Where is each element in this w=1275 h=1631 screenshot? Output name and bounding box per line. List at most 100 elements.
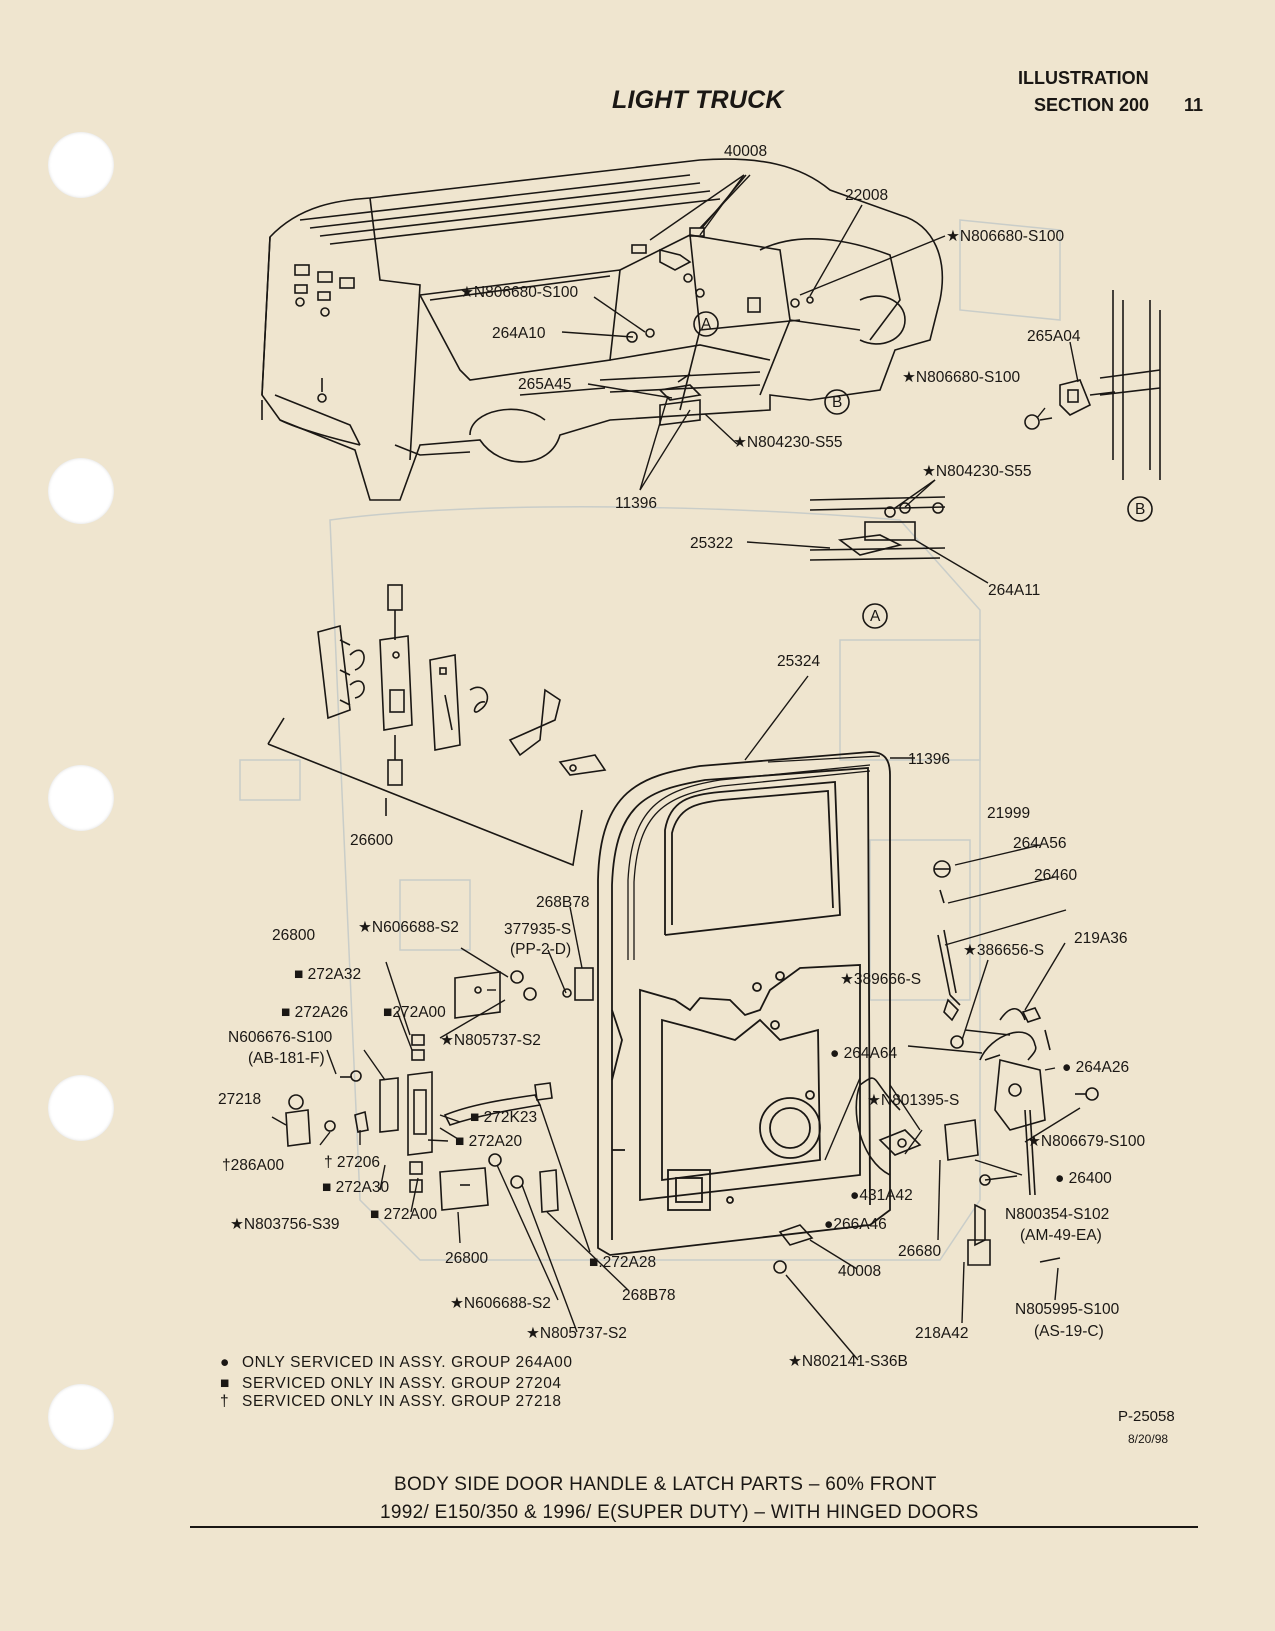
revision-date: 8/20/98	[1128, 1432, 1169, 1446]
page-number: 11	[1184, 95, 1204, 115]
callout-letter: B	[1135, 501, 1145, 518]
part-label: (AB-181-F)	[248, 1050, 325, 1067]
part-label: ■ 272A32	[294, 966, 361, 983]
legend-symbol: †	[220, 1393, 230, 1410]
part-label: ●266A46	[824, 1216, 887, 1233]
callout-letter: A	[870, 608, 881, 625]
binder-hole	[48, 132, 114, 198]
part-label: 25322	[690, 535, 733, 552]
part-label: ● 264A26	[1062, 1059, 1129, 1076]
handle-assembly-illustration	[317, 584, 607, 786]
bleed-through-art	[239, 219, 1061, 1261]
latch-detail-a	[809, 496, 946, 561]
part-label: 22008	[845, 187, 888, 204]
group-bracket-26600	[267, 717, 583, 867]
part-label: ★386656-S	[963, 942, 1044, 959]
part-label: † 27206	[324, 1154, 380, 1171]
legend-row: ■ SERVICED ONLY IN ASSY. GROUP 27204	[220, 1375, 562, 1393]
part-label: ★389666-S	[840, 971, 921, 988]
part-label: 265A04	[1027, 328, 1081, 345]
legend-text: SERVICED ONLY IN ASSY. GROUP 27204	[242, 1375, 562, 1392]
small-parts-illustration	[285, 967, 594, 1213]
part-label: ★N803756-S39	[230, 1216, 340, 1233]
illustration-label: ILLUSTRATION	[1018, 68, 1149, 88]
part-label: N606676-S100	[228, 1029, 333, 1046]
latch-assembly-illustration	[773, 860, 1099, 1274]
part-label: 264A11	[988, 582, 1040, 599]
part-label: 26600	[350, 832, 393, 849]
section-label: SECTION 200	[1034, 95, 1150, 115]
page-title: LIGHT TRUCK	[612, 86, 784, 114]
part-label: ■.272A28	[589, 1254, 656, 1271]
part-label: (AS-19-C)	[1034, 1323, 1104, 1340]
part-label: 264A10	[492, 325, 546, 342]
part-label: 40008	[724, 143, 767, 160]
caption-line-2: 1992/ E150/350 & 1996/ E(SUPER DUTY) – W…	[380, 1502, 979, 1523]
part-label: 25324	[777, 653, 820, 670]
callout-letter: B	[832, 394, 842, 411]
part-label: ★N804230-S55	[733, 434, 843, 451]
part-label: ● 26400	[1055, 1170, 1112, 1187]
leader-lines	[271, 174, 1081, 1361]
caption-rule	[190, 1526, 1198, 1528]
part-label: 219A36	[1074, 930, 1127, 947]
part-label: 11396	[615, 495, 657, 512]
binder-hole	[48, 458, 114, 524]
part-label: 265A45	[518, 376, 571, 393]
part-label: ■ 272A26	[281, 1004, 348, 1021]
part-label: 26800	[445, 1250, 488, 1267]
part-label: ■ 272K23	[470, 1109, 537, 1126]
legend-row: † SERVICED ONLY IN ASSY. GROUP 27218	[220, 1393, 562, 1411]
part-label: 26800	[272, 927, 315, 944]
part-number: P-25058	[1118, 1408, 1175, 1425]
part-label: ● 264A64	[830, 1045, 897, 1062]
part-label: N800354-S102	[1005, 1206, 1109, 1223]
part-label: N805995-S100	[1015, 1301, 1120, 1318]
part-label: ■ 272A00	[370, 1206, 437, 1223]
part-label: ●431A42	[850, 1187, 913, 1204]
part-label: 21999	[987, 805, 1030, 822]
binder-hole	[48, 1384, 114, 1450]
binder-hole	[48, 1075, 114, 1141]
part-label: 11396	[908, 751, 950, 768]
part-label: ★N606688-S2	[450, 1295, 551, 1312]
binder-hole	[48, 765, 114, 831]
legend-text: SERVICED ONLY IN ASSY. GROUP 27218	[242, 1393, 562, 1410]
part-label: 268B78	[622, 1287, 675, 1304]
weatherstrip-25324	[627, 755, 881, 960]
part-label: †286A00	[222, 1157, 284, 1174]
part-label: 377935-S	[504, 921, 571, 938]
part-label: ■272A00	[383, 1004, 446, 1021]
callout-letter: A	[701, 316, 712, 333]
part-label: 218A42	[915, 1325, 968, 1342]
part-label: 26680	[898, 1243, 941, 1260]
part-label: ■ 272A20	[455, 1133, 522, 1150]
part-label: (AM-49-EA)	[1020, 1227, 1102, 1244]
door-shell-illustration	[597, 751, 891, 1256]
part-label: ★N805737-S2	[526, 1325, 627, 1342]
part-label: ★N806680-S100	[946, 228, 1065, 245]
legend-symbol: ●	[220, 1354, 230, 1371]
legend-text: ONLY SERVICED IN ASSY. GROUP 264A00	[242, 1354, 573, 1371]
part-label: ★N802141-S36B	[788, 1353, 908, 1370]
part-label: 27218	[218, 1091, 261, 1108]
part-label: (PP-2-D)	[510, 941, 571, 958]
part-label: ★N606688-S2	[358, 919, 459, 936]
part-label: ★N806680-S100	[460, 284, 579, 301]
part-label: ★N804230-S55	[922, 463, 1032, 480]
legend-symbol: ■	[220, 1375, 230, 1392]
hinge-detail-b	[1024, 290, 1161, 480]
part-label: ■ 272A30	[322, 1179, 389, 1196]
callout-circles	[693, 311, 1153, 629]
legend-row: ● ONLY SERVICED IN ASSY. GROUP 264A00	[220, 1354, 573, 1372]
van-body-illustration	[261, 158, 944, 501]
part-label: ★N805737-S2	[440, 1032, 541, 1049]
part-label: ★N806679-S100	[1027, 1133, 1146, 1150]
part-label: ★N801395-S	[867, 1092, 959, 1109]
part-label: ★N806680-S100	[902, 369, 1021, 386]
part-labels: 40008 22008 ★N806680-S100 ★N806680-S100 …	[218, 143, 1146, 1370]
part-label: 268B78	[536, 894, 589, 911]
part-label: 26460	[1034, 867, 1077, 884]
